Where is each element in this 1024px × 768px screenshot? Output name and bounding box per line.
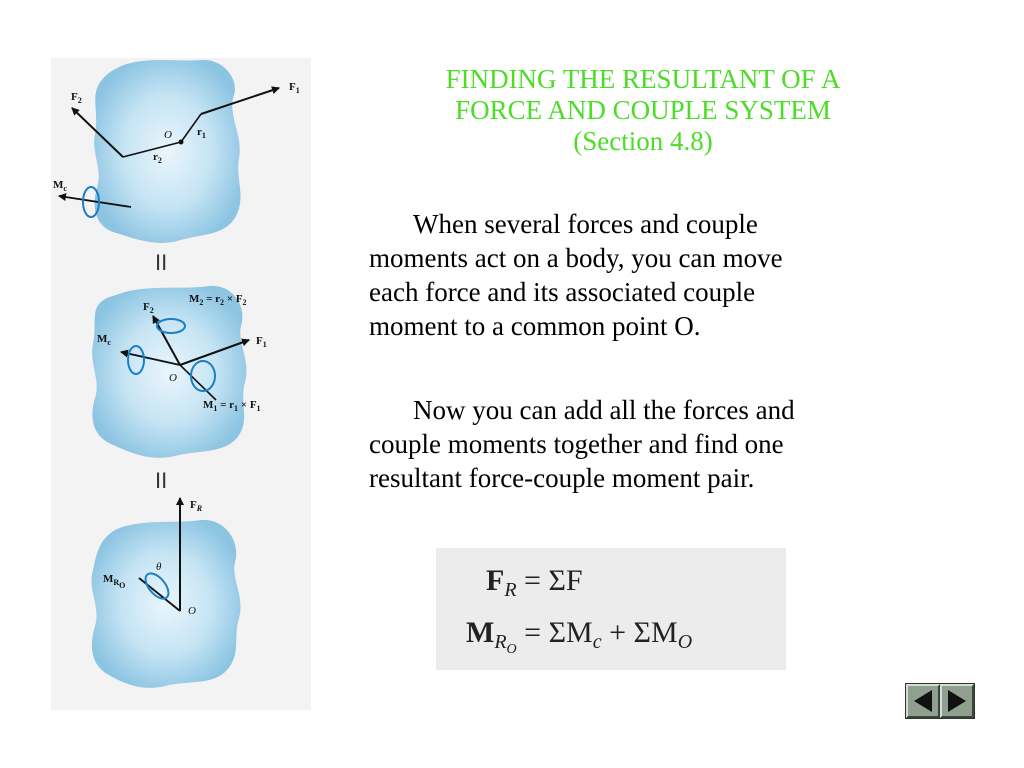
equation-resultant-force: FR = ΣF: [486, 564, 583, 601]
rigid-body-middle: [92, 285, 247, 458]
equation-resultant-moment: MRO = ΣMc + ΣMO: [466, 616, 692, 657]
label-mro-bottom: MRO: [103, 573, 125, 590]
force-couple-figure: F2 F1 O r1 r2 Mc II M2 = r2 × F2 F2 Mc F…: [53, 59, 300, 688]
label-m2-equation: M2 = r2 × F2: [189, 293, 247, 307]
equivalence-sign-1: II: [155, 250, 167, 275]
label-o-middle: O: [169, 372, 177, 384]
triangle-left-icon: [914, 690, 932, 712]
title-line-3: (Section 4.8): [573, 126, 713, 156]
rigid-body-top: [94, 59, 241, 243]
label-f1-middle: F1: [256, 335, 267, 349]
paragraph-1-line-1: When several forces and couple: [413, 209, 758, 239]
label-m1-equation: M1 = r1 × F1: [203, 399, 261, 413]
triangle-right-icon: [948, 690, 966, 712]
label-r2-top: r2: [153, 151, 162, 165]
label-o-bottom: O: [188, 605, 196, 617]
paragraph-1-line-3: each force and its associated couple: [369, 277, 756, 307]
label-f2-middle: F2: [143, 301, 154, 315]
next-slide-button[interactable]: [940, 684, 974, 718]
paragraph-2-line-1: Now you can add all the forces and: [413, 395, 795, 425]
label-f2-top: F2: [71, 91, 82, 105]
label-mc-middle: Mc: [97, 333, 111, 347]
previous-slide-button[interactable]: [906, 684, 940, 718]
label-theta: θ: [156, 561, 162, 573]
title-line-2: FORCE AND COUPLE SYSTEM: [455, 95, 831, 125]
label-f1-top: F1: [289, 81, 300, 95]
label-mc-top: Mc: [53, 179, 67, 193]
slide-title: FINDING THE RESULTANT OF A FORCE AND COU…: [368, 64, 918, 157]
paragraph-2: Now you can add all the forces and coupl…: [369, 393, 909, 495]
equivalence-sign-2: II: [155, 468, 167, 493]
paragraph-1-line-4: moment to a common point O.: [369, 311, 701, 341]
paragraph-1: When several forces and couple moments a…: [369, 207, 909, 343]
paragraph-2-line-3: resultant force-couple moment pair.: [369, 463, 755, 493]
slide-navigation: [905, 683, 975, 719]
equation-box: FR = ΣF MRO = ΣMc + ΣMO: [436, 548, 786, 670]
label-fr-bottom: FR: [190, 499, 203, 513]
label-o-top: O: [164, 129, 172, 141]
rigid-body-bottom: [91, 519, 241, 688]
paragraph-2-line-2: couple moments together and find one: [369, 429, 784, 459]
equations-svg: FR = ΣF MRO = ΣMc + ΣMO: [466, 564, 692, 657]
label-r1-top: r1: [197, 126, 206, 140]
title-line-1: FINDING THE RESULTANT OF A: [445, 64, 841, 94]
figure-panel: F2 F1 O r1 r2 Mc II M2 = r2 × F2 F2 Mc F…: [51, 58, 311, 710]
paragraph-1-line-2: moments act on a body, you can move: [369, 243, 783, 273]
